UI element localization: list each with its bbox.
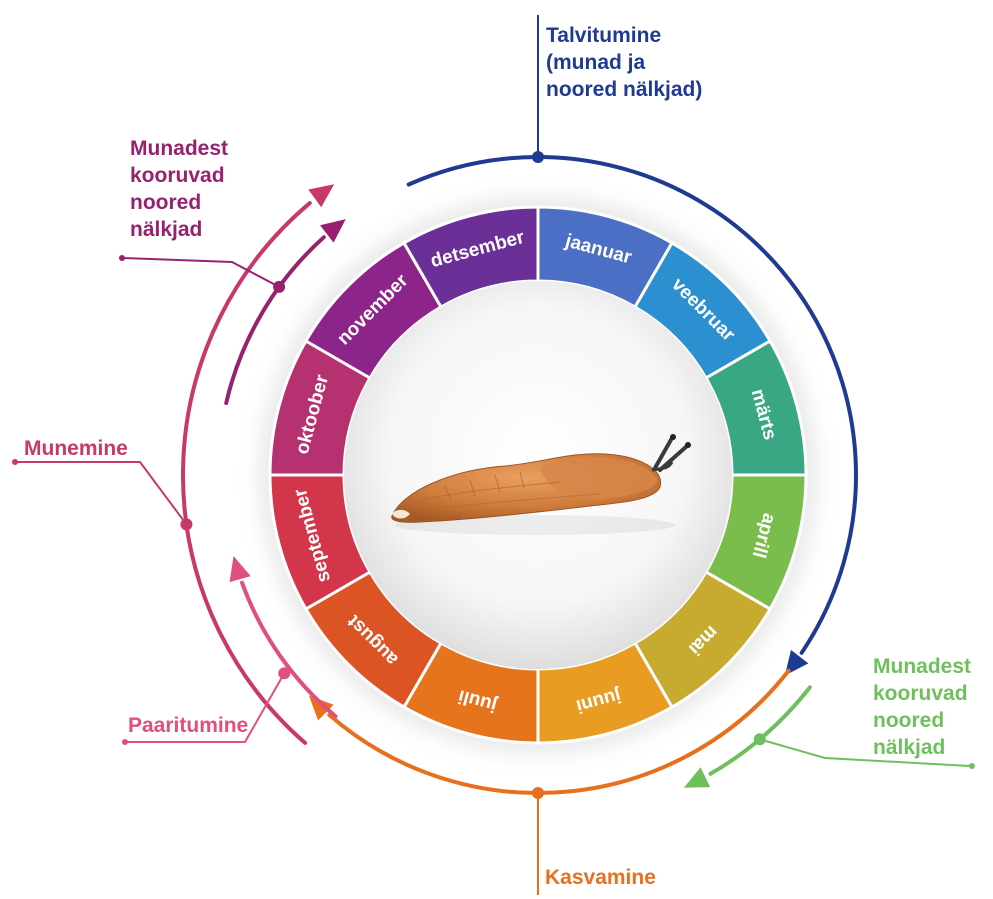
stage-label-kooruvad-bottom: Munadest kooruvad noored nälkjad — [873, 653, 971, 761]
munemine-arrowhead — [308, 184, 334, 207]
kooruvad-bottom-arrowhead — [684, 767, 710, 787]
stage-label-kasvamine: Kasvamine — [545, 864, 656, 891]
stage-label-paaritumine: Paaritumine — [128, 712, 248, 739]
kasvamine-dot — [532, 787, 544, 799]
kooruvad-bottom-end-dot — [969, 763, 975, 769]
kooruvad-top-end-dot — [119, 255, 125, 261]
munemine-end-dot — [12, 459, 18, 465]
stage-label-kooruvad-top: Munadest kooruvad noored nälkjad — [130, 135, 228, 243]
munemine-leader — [15, 462, 186, 524]
stage-label-munemine: Munemine — [24, 435, 128, 462]
paaritumine-end-dot — [122, 739, 128, 745]
talvitumine-dot — [532, 151, 544, 163]
stage-label-talvitumine: Talvitumine (munad ja noored nälkjad) — [546, 22, 702, 103]
